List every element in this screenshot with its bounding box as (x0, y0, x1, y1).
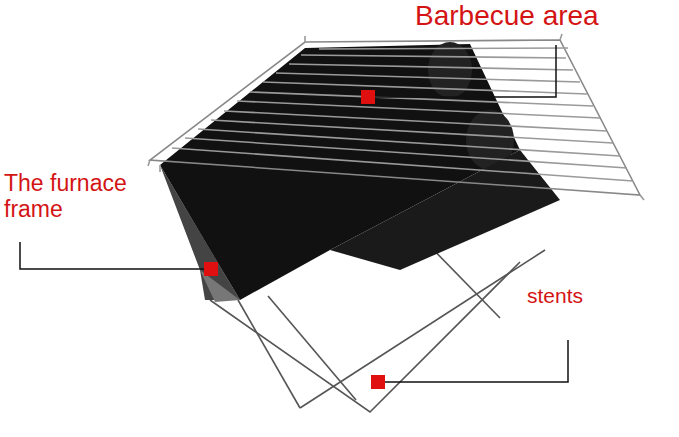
marker-squares (204, 90, 385, 389)
part-label: stents (527, 284, 647, 308)
part-label: The furnace frame (4, 170, 169, 223)
part-label: Barbecue area (415, 0, 675, 32)
leader-lines (20, 45, 568, 382)
grate (148, 34, 644, 200)
